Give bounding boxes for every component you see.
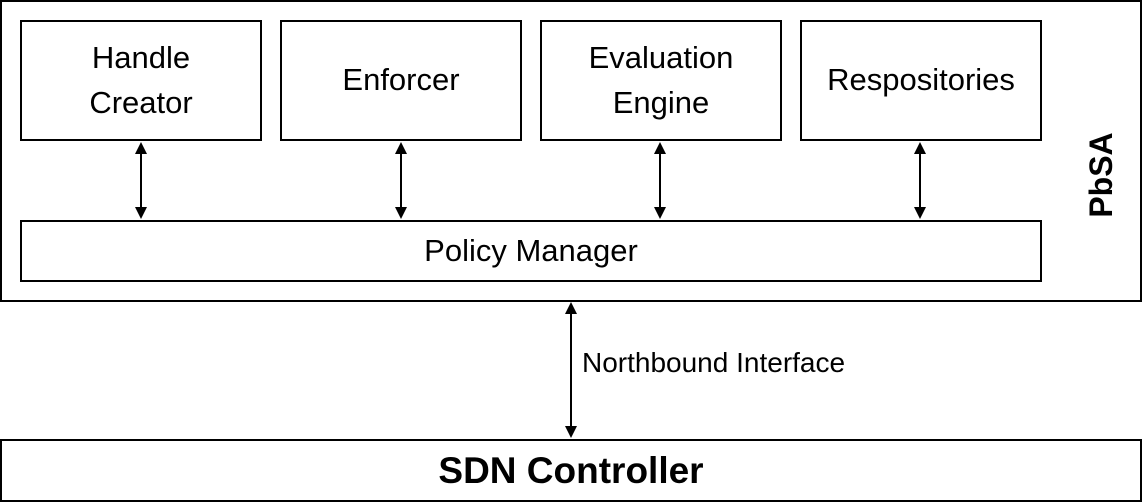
northbound-interface-arrow [565,302,577,438]
enforcer-label: Enforcer [342,62,460,98]
evaluation-engine-box: Evaluation Engine [540,20,782,141]
pbsa-label: PbSA [1082,132,1119,218]
enforcer-box: Enforcer [280,20,522,141]
northbound-interface-label: Northbound Interface [582,347,846,378]
policy-manager-label: Policy Manager [424,233,638,268]
repositories-label: Respositories [827,62,1015,98]
policy-manager-box: Policy Manager [20,220,1042,282]
handle-creator-box: Handle Creator [20,20,262,141]
evaluation-engine-label: Evaluation Engine [588,39,734,120]
sdn-controller-label: SDN Controller [438,449,704,491]
sdn-controller-box: SDN Controller [0,439,1142,502]
handle-creator-label: Handle Creator [89,39,193,120]
repositories-box: Respositories [800,20,1042,141]
